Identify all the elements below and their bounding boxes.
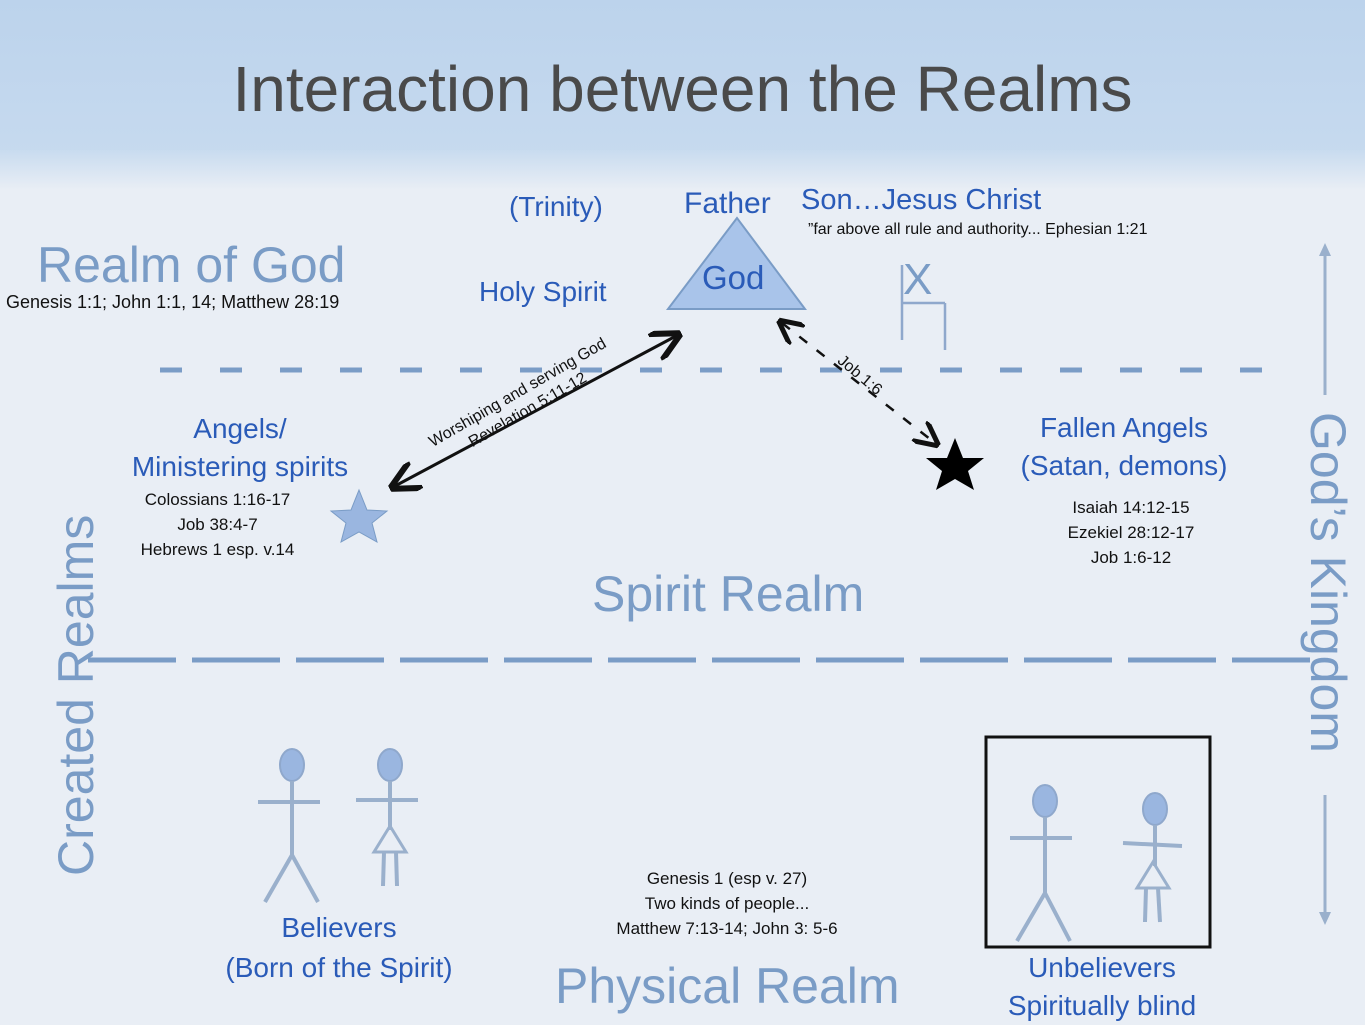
job-arrow <box>782 323 935 443</box>
angels-ref-2: Job 38:4-7 <box>177 515 258 534</box>
son-label: Son…Jesus Christ <box>801 184 1042 216</box>
trinity-triangle <box>665 216 807 310</box>
angels-label-line2: Ministering spirits <box>131 451 349 482</box>
fallen-ref-3: Job 1:6-12 <box>1090 548 1172 567</box>
unbelievers-line2: Spiritually blind <box>1007 990 1197 1021</box>
realm-of-god-label: Realm of God <box>37 237 346 293</box>
physical-ref-3: Matthew 7:13-14; John 3: 5-6 <box>616 919 838 938</box>
cross-mark: X <box>903 255 933 304</box>
blindness-box <box>984 735 1212 949</box>
believers-line2: (Born of the Spirit) <box>225 952 453 983</box>
angels-ref-3: Hebrews 1 esp. v.14 <box>140 540 295 559</box>
believer-man-figure <box>258 748 320 903</box>
fallen-ref-2: Ezekiel 28:12-17 <box>1067 523 1195 542</box>
fallen-angels-refs: Isaiah 14:12-15 Ezekiel 28:12-17 Job 1:6… <box>1016 495 1246 570</box>
son-ref: ”far above all rule and authority... Eph… <box>808 221 1148 238</box>
angels-label-line1: Angels/ <box>193 413 287 444</box>
physical-realm-label: Physical Realm <box>555 958 900 1014</box>
realm-of-god-refs: Genesis 1:1; John 1:1, 14; Matthew 28:19 <box>6 292 340 312</box>
fallen-angel-star-icon <box>926 438 984 490</box>
god-label: God <box>702 259 765 296</box>
fallen-angels-line1: Fallen Angels <box>1039 412 1209 443</box>
trinity-label: (Trinity) <box>509 191 603 222</box>
title-banner-fade <box>0 150 1365 190</box>
fallen-ref-1: Isaiah 14:12-15 <box>1072 498 1190 517</box>
created-realms-label: Created Realms <box>48 514 104 876</box>
believers-line1: Believers <box>281 912 397 943</box>
believer-woman-figure <box>356 748 418 887</box>
physical-realm-refs: Genesis 1 (esp v. 27) Two kinds of peopl… <box>577 866 877 941</box>
unbelievers-line1: Unbelievers <box>1028 952 1176 983</box>
father-label: Father <box>684 187 771 220</box>
worship-arrow <box>395 336 676 486</box>
physical-ref-2: Two kinds of people... <box>644 894 810 913</box>
holy-spirit-label: Holy Spirit <box>479 276 607 307</box>
page-title: Interaction between the Realms <box>232 53 1133 125</box>
angels-label: Angels/ Ministering spirits <box>110 410 370 486</box>
physical-ref-1: Genesis 1 (esp v. 27) <box>646 869 808 888</box>
angels-refs: Colossians 1:16-17 Job 38:4-7 Hebrews 1 … <box>100 487 335 562</box>
angels-ref-1: Colossians 1:16-17 <box>144 490 291 509</box>
unbelievers-label: Unbelievers Spiritually blind <box>972 949 1232 1025</box>
gods-kingdom-label: God’s Kingdom <box>1300 412 1356 753</box>
fallen-angels-line2: (Satan, demons) <box>1020 450 1228 481</box>
unbeliever-woman-figure <box>1122 792 1183 923</box>
fallen-angels-label: Fallen Angels (Satan, demons) <box>994 409 1254 485</box>
unbeliever-man-figure <box>1010 784 1072 943</box>
angel-star-icon <box>329 488 389 544</box>
believers-label: Believers (Born of the Spirit) <box>199 908 479 988</box>
kingdom-arrow-head-down <box>1319 912 1331 925</box>
spirit-realm-label: Spirit Realm <box>592 566 865 622</box>
kingdom-arrow-head-up <box>1319 243 1331 256</box>
